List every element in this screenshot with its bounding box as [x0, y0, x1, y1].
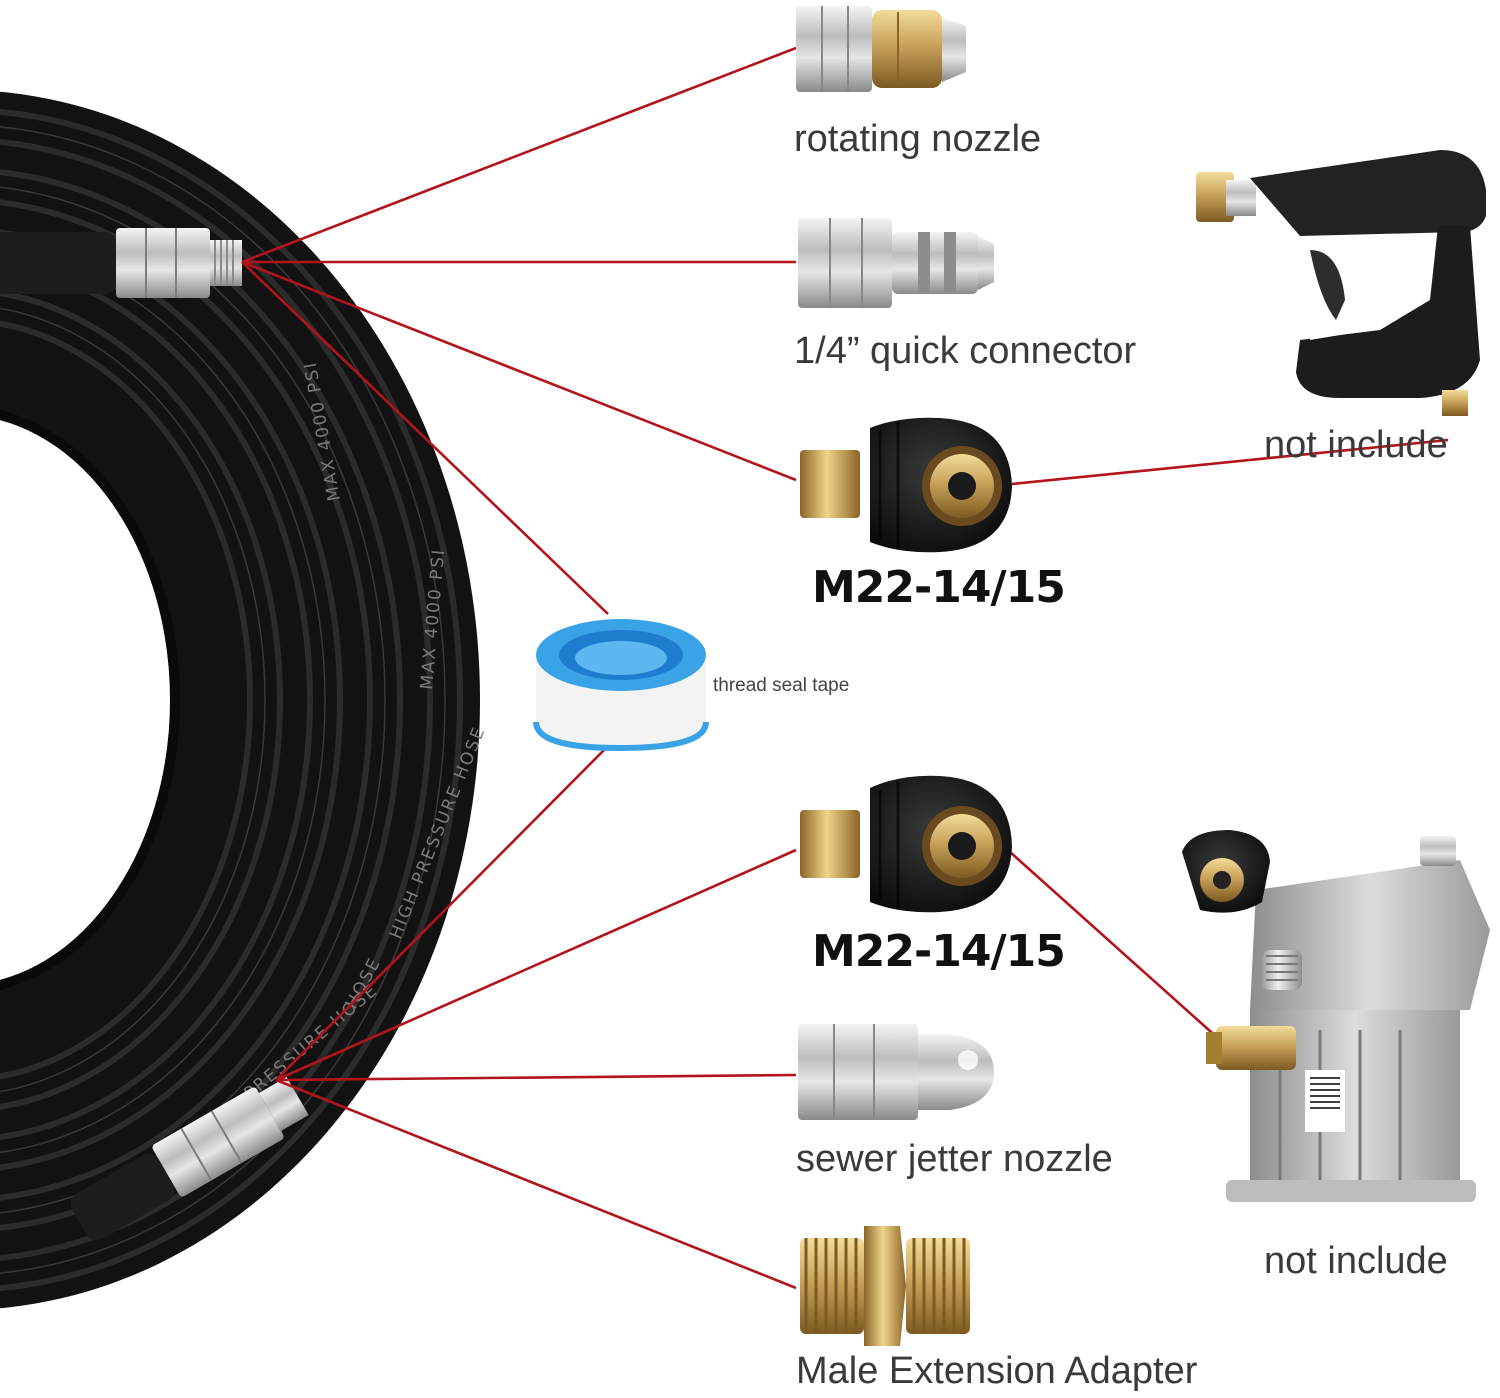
sewer-nozzle-icon — [798, 1024, 994, 1120]
label-not-include-bottom: not include — [1264, 1240, 1448, 1282]
spray-gun-icon — [1196, 150, 1486, 416]
leader-lines — [241, 46, 1449, 1290]
hose-end-bottom-icon — [70, 1076, 309, 1241]
hose-coil-icon: MAX 4000 PSI HIGH PRESSURE HOSE PRESSURE… — [0, 91, 490, 1309]
label-not-include-top: not include — [1264, 424, 1448, 466]
thread-tape-icon — [533, 619, 709, 752]
hose-end-top-icon — [0, 228, 242, 298]
pressure-pump-icon — [1182, 830, 1490, 1202]
label-male-extension-adapter: Male Extension Adapter — [796, 1350, 1198, 1392]
label-sewer-jetter-nozzle: sewer jetter nozzle — [796, 1138, 1113, 1180]
label-rotating-nozzle: rotating nozzle — [794, 118, 1042, 160]
m22-coupler-bottom-icon — [800, 775, 1012, 913]
m22-coupler-top-icon — [800, 417, 1012, 553]
label-thread-seal-tape: thread seal tape — [713, 675, 850, 696]
rotating-nozzle-icon — [796, 6, 966, 92]
label-m22-top: M22-14/15 — [812, 562, 1066, 613]
male-adapter-icon — [800, 1226, 970, 1346]
label-m22-bottom: M22-14/15 — [812, 926, 1066, 977]
quick-connector-icon — [798, 218, 994, 308]
label-quick-connector: 1/4” quick connector — [794, 330, 1137, 372]
